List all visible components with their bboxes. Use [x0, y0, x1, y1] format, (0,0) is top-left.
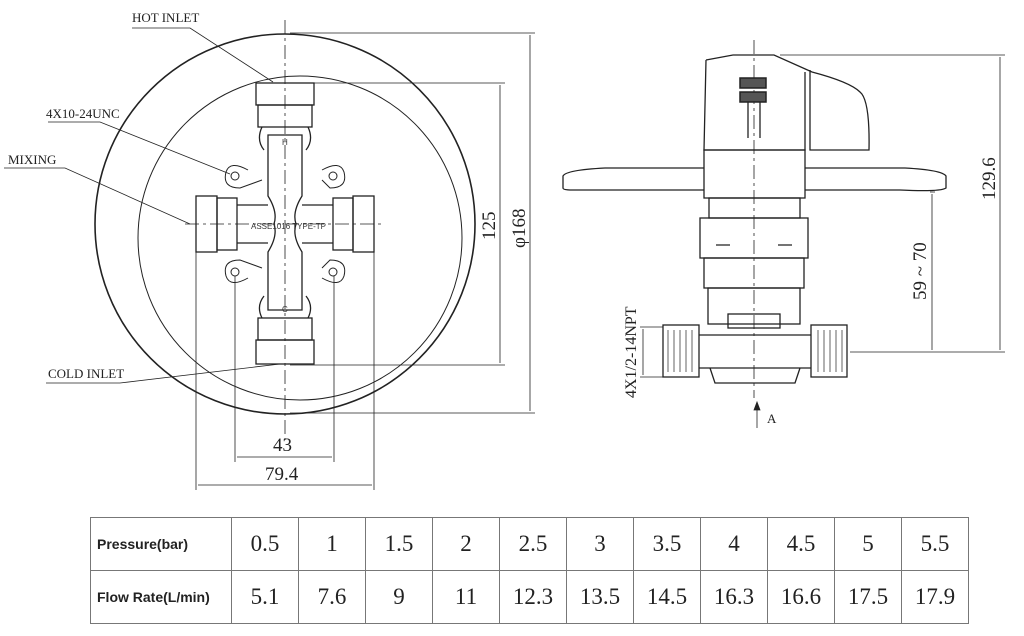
table-cell: 7.6 — [298, 570, 366, 624]
table-cell: 9 — [365, 570, 433, 624]
cover-plate-inner — [137, 75, 463, 401]
dim-outlet-spacing: 79.4 — [265, 464, 299, 485]
dim-thread: 4X1/2-14NPT — [623, 306, 640, 398]
dim-inlet-spacing: 125 — [479, 212, 500, 241]
table-cell: 5.5 — [901, 517, 969, 571]
handle — [703, 54, 870, 151]
view-arrow-label: A — [767, 411, 777, 426]
table-cell: 2.5 — [499, 517, 567, 571]
table-cell: 1.5 — [365, 517, 433, 571]
valve-body — [195, 82, 375, 365]
dimension-lines-side — [640, 54, 1005, 428]
table-cell: 4 — [700, 517, 768, 571]
side-view — [562, 40, 1005, 428]
dim-overall-height: 129.6 — [979, 157, 1000, 200]
label-hot-inlet: HOT INLET — [132, 10, 199, 25]
hot-mark: H — [282, 138, 288, 147]
table-cell: 3.5 — [633, 517, 701, 571]
table-cell: 3 — [566, 517, 634, 571]
label-cold-inlet: COLD INLET — [48, 366, 124, 381]
label-mounting-screws: 4X10-24UNC — [46, 106, 120, 121]
table-cell: 2 — [432, 517, 500, 571]
table-cell: 16.3 — [700, 570, 768, 624]
table-cell: 1 — [298, 517, 366, 571]
table-row: Pressure(bar) 0.5 1 1.5 2 2.5 3 3.5 4 4.… — [90, 517, 969, 571]
dimension-lines-front — [195, 32, 535, 490]
technical-drawing: ASSE1016 TYPE-TP H C HOT INLET 4X10-24UN… — [4, 10, 1005, 490]
table-cell: 17.9 — [901, 570, 969, 624]
table-cell: 14.5 — [633, 570, 701, 624]
mounting-lobes — [224, 165, 346, 283]
leader-lines — [4, 27, 281, 384]
body-marking: ASSE1016 TYPE-TP — [251, 222, 326, 231]
table-cell: 5 — [834, 517, 902, 571]
cover-plate-side — [562, 167, 947, 192]
dim-plate-diameter: φ168 — [509, 209, 530, 248]
table-cell: 16.6 — [767, 570, 835, 624]
row-header: Flow Rate(L/min) — [90, 570, 232, 624]
cold-mark: C — [282, 305, 288, 314]
table-row: Flow Rate(L/min) 5.1 7.6 9 11 12.3 13.5 … — [90, 570, 969, 624]
table-cell: 0.5 — [231, 517, 299, 571]
table-cell: 11 — [432, 570, 500, 624]
front-view: ASSE1016 TYPE-TP H C HOT INLET 4X10-24UN… — [4, 10, 535, 490]
dim-wall-depth: 59 ~ 70 — [910, 242, 931, 300]
table-cell: 13.5 — [566, 570, 634, 624]
table-cell: 5.1 — [231, 570, 299, 624]
flow-rate-table: Pressure(bar) 0.5 1 1.5 2 2.5 3 3.5 4 4.… — [90, 517, 969, 624]
table-cell: 12.3 — [499, 570, 567, 624]
dim-screw-spacing: 43 — [273, 435, 292, 456]
row-header: Pressure(bar) — [90, 517, 232, 571]
table-cell: 17.5 — [834, 570, 902, 624]
threaded-fittings — [662, 324, 848, 384]
label-mixing: MIXING — [8, 152, 56, 167]
table-cell: 4.5 — [767, 517, 835, 571]
